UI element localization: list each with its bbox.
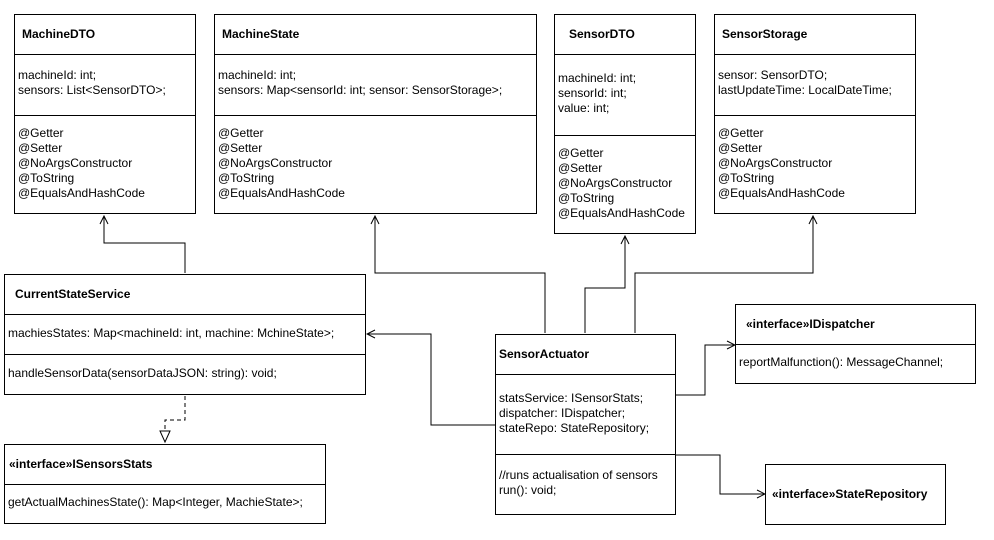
annotations-section: @Getter @Setter @NoArgsConstructor @ToSt… bbox=[715, 116, 915, 205]
class-name: ISensorsStats bbox=[72, 457, 153, 471]
interface-i-dispatcher[interactable]: «interface»IDispatcher reportMalfunction… bbox=[735, 304, 976, 384]
class-name: IDispatcher bbox=[809, 317, 875, 331]
annotation: @Setter bbox=[718, 141, 763, 155]
annotation: @NoArgsConstructor bbox=[558, 176, 673, 190]
class-current-state-service[interactable]: CurrentStateService machiesStates: Map<m… bbox=[4, 274, 366, 395]
class-machine-dto[interactable]: MachineDTO machineId: int; sensors: List… bbox=[14, 14, 196, 214]
field: dispatcher: IDispatcher; bbox=[499, 406, 626, 420]
annotation: @EqualsAndHashCode bbox=[558, 206, 685, 220]
class-name: CurrentStateService bbox=[5, 275, 365, 315]
annotation: @ToString bbox=[218, 171, 275, 185]
annotation: @NoArgsConstructor bbox=[718, 156, 833, 170]
field: stateRepo: StateRepository; bbox=[499, 421, 650, 435]
field: sensors: List<SensorDTO>; bbox=[18, 83, 166, 97]
assoc-actuator-to-idispatcher bbox=[675, 345, 735, 396]
fields-section: sensor: SensorDTO; lastUpdateTime: Local… bbox=[715, 55, 915, 116]
annotation: @NoArgsConstructor bbox=[218, 156, 333, 170]
field: machiesStates: Map<machineId: int, machi… bbox=[8, 326, 335, 340]
methods-section: handleSensorData(sensorDataJSON: string)… bbox=[5, 355, 365, 385]
class-name: SensorDTO bbox=[555, 15, 695, 55]
class-name: MachineState bbox=[215, 15, 536, 55]
methods-section: reportMalfunction(): MessageChannel; bbox=[736, 345, 975, 374]
field: sensorId: int; bbox=[558, 86, 627, 100]
assoc-actuator-to-machinestate bbox=[375, 216, 546, 333]
fields-section: machineId: int; sensorId: int; value: in… bbox=[555, 55, 695, 136]
field: machineId: int; bbox=[18, 68, 97, 82]
method: handleSensorData(sensorDataJSON: string)… bbox=[8, 366, 277, 380]
annotation: @ToString bbox=[718, 171, 775, 185]
class-name: SensorStorage bbox=[715, 15, 915, 55]
annotation: @EqualsAndHashCode bbox=[18, 186, 145, 200]
class-machine-state[interactable]: MachineState machineId: int; sensors: Ma… bbox=[214, 14, 537, 214]
field: sensor: SensorDTO; bbox=[718, 68, 828, 82]
annotation: @EqualsAndHashCode bbox=[218, 186, 345, 200]
method: run(): void; bbox=[499, 483, 557, 497]
fields-section: statsService: ISensorStats; dispatcher: … bbox=[496, 375, 675, 455]
annotation: @Setter bbox=[18, 141, 63, 155]
fields-section: machiesStates: Map<machineId: int, machi… bbox=[5, 315, 365, 355]
field: lastUpdateTime: LocalDateTime; bbox=[718, 83, 892, 97]
class-name: SensorActuator bbox=[496, 335, 675, 375]
annotations-section: @Getter @Setter @NoArgsConstructor @ToSt… bbox=[215, 116, 536, 205]
stereotype: «interface» bbox=[746, 317, 810, 331]
interface-i-sensors-stats[interactable]: «interface»ISensorsStats getActualMachin… bbox=[4, 444, 326, 524]
class-sensor-storage[interactable]: SensorStorage sensor: SensorDTO; lastUpd… bbox=[714, 14, 916, 214]
annotation: @Getter bbox=[218, 126, 264, 140]
annotation: @EqualsAndHashCode bbox=[718, 186, 845, 200]
interface-name: «interface»ISensorsStats bbox=[5, 445, 325, 485]
assoc-actuator-to-sensordto bbox=[584, 236, 625, 333]
annotation: @ToString bbox=[18, 171, 75, 185]
annotation: @Setter bbox=[218, 141, 263, 155]
annotations-section: @Getter @Setter @NoArgsConstructor @ToSt… bbox=[15, 116, 195, 205]
field: machineId: int; bbox=[218, 68, 297, 82]
method: reportMalfunction(): MessageChannel; bbox=[739, 355, 944, 369]
class-sensor-dto[interactable]: SensorDTO machineId: int; sensorId: int;… bbox=[554, 14, 696, 234]
annotations-section: @Getter @Setter @NoArgsConstructor @ToSt… bbox=[555, 136, 695, 225]
interface-name: «interface»StateRepository bbox=[766, 465, 945, 524]
annotation: @Getter bbox=[718, 126, 764, 140]
method: //runs actualisation of sensors bbox=[499, 468, 658, 482]
field: value: int; bbox=[558, 101, 610, 115]
field: statsService: ISensorStats; bbox=[499, 391, 644, 405]
annotation: @NoArgsConstructor bbox=[18, 156, 133, 170]
annotation: @Getter bbox=[18, 126, 64, 140]
method: getActualMachinesState(): Map<Integer, M… bbox=[8, 495, 303, 509]
field: sensors: Map<sensorId: int; sensor: Sens… bbox=[218, 83, 503, 97]
fields-section: machineId: int; sensors: List<SensorDTO>… bbox=[15, 55, 195, 116]
fields-section: machineId: int; sensors: Map<sensorId: i… bbox=[215, 55, 536, 116]
assoc-actuator-to-staterepository bbox=[675, 454, 765, 494]
class-sensor-actuator[interactable]: SensorActuator statsService: ISensorStat… bbox=[495, 334, 676, 515]
stereotype: «interface» bbox=[9, 457, 73, 471]
assoc-actuator-to-sensorstorage bbox=[634, 216, 813, 333]
annotation: @Getter bbox=[558, 146, 604, 160]
stereotype: «interface» bbox=[772, 487, 836, 501]
interface-state-repository[interactable]: «interface»StateRepository bbox=[765, 464, 946, 525]
class-name: MachineDTO bbox=[15, 15, 195, 55]
realization-currentstate-to-isensorsstats bbox=[159, 396, 186, 444]
methods-section: getActualMachinesState(): Map<Integer, M… bbox=[5, 485, 325, 514]
methods-section: //runs actualisation of sensors run(): v… bbox=[496, 455, 675, 502]
annotation: @ToString bbox=[558, 191, 615, 205]
assoc-currentstate-to-machinedto bbox=[104, 216, 186, 273]
class-name: StateRepository bbox=[835, 487, 928, 501]
assoc-actuator-to-currentstateservice bbox=[367, 334, 496, 426]
annotation: @Setter bbox=[558, 161, 603, 175]
interface-name: «interface»IDispatcher bbox=[736, 305, 975, 345]
field: machineId: int; bbox=[558, 71, 637, 85]
